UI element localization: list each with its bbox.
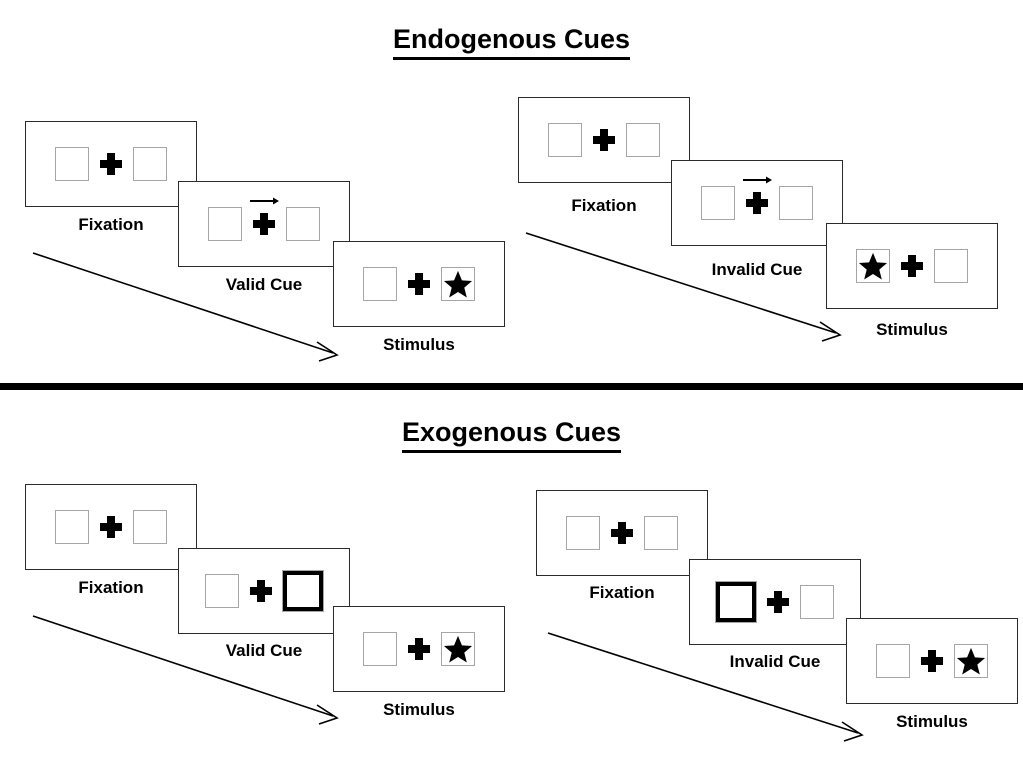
- box-right: [133, 510, 167, 544]
- section-title-endogenous: Endogenous Cues: [0, 24, 1023, 60]
- panel-endogenous-invalid-cue: [671, 160, 843, 246]
- panel-endogenous-valid-stimulus: [333, 241, 505, 327]
- caption-endogenous-valid-cue: Valid Cue: [225, 275, 303, 294]
- box-right: [934, 249, 968, 283]
- box-left: [856, 249, 890, 283]
- box-left: [876, 644, 910, 678]
- box-left: [363, 632, 397, 666]
- star-icon: [956, 647, 986, 675]
- box-left-cued: [715, 581, 757, 623]
- caption-exogenous-invalid-cue: Invalid Cue: [729, 652, 821, 671]
- section-title-endogenous-text: Endogenous Cues: [392, 24, 630, 60]
- frame-content: [55, 147, 167, 181]
- section-title-exogenous-text: Exogenous Cues: [401, 417, 622, 453]
- panel-exogenous-invalid-fixation: [536, 490, 708, 576]
- caption-exogenous-invalid-stimulus: Stimulus: [896, 712, 968, 731]
- caption-endogenous-valid-fixation: Fixation: [78, 215, 144, 234]
- box-left: [55, 147, 89, 181]
- frame-content: [701, 176, 813, 220]
- plus-icon: [743, 176, 772, 214]
- section-divider: [0, 383, 1023, 390]
- frame-content: [363, 632, 475, 666]
- caption-endogenous-invalid-fixation: Fixation: [571, 196, 637, 215]
- plus-icon: [100, 516, 122, 538]
- panel-endogenous-valid-cue: [178, 181, 350, 267]
- box-right: [286, 207, 320, 241]
- box-right: [626, 123, 660, 157]
- frame-content: [876, 644, 988, 678]
- box-right: [800, 585, 834, 619]
- frame-content: [205, 570, 324, 612]
- plus-icon: [408, 638, 430, 660]
- caption-exogenous-valid-fixation: Fixation: [78, 578, 144, 597]
- section-title-exogenous: Exogenous Cues: [0, 417, 1023, 453]
- panel-endogenous-invalid-stimulus: [826, 223, 998, 309]
- panel-exogenous-valid-stimulus: [333, 606, 505, 692]
- frame-content: [208, 197, 320, 241]
- plus-icon: [100, 153, 122, 175]
- box-left: [566, 516, 600, 550]
- plus-icon: [593, 129, 615, 151]
- plus-icon: [408, 273, 430, 295]
- box-right: [441, 267, 475, 301]
- box-right: [954, 644, 988, 678]
- box-left: [701, 186, 735, 220]
- box-right-cued: [282, 570, 324, 612]
- caption-endogenous-invalid-cue: Invalid Cue: [711, 260, 803, 279]
- frame-content: [55, 510, 167, 544]
- panel-exogenous-valid-cue: [178, 548, 350, 634]
- box-left: [363, 267, 397, 301]
- caption-exogenous-valid-cue: Valid Cue: [225, 641, 303, 660]
- box-left: [548, 123, 582, 157]
- panel-endogenous-invalid-fixation: [518, 97, 690, 183]
- box-left: [55, 510, 89, 544]
- frame-content: [715, 581, 834, 623]
- plus-icon: [611, 522, 633, 544]
- panel-exogenous-invalid-stimulus: [846, 618, 1018, 704]
- panel-exogenous-valid-fixation: [25, 484, 197, 570]
- plus-icon: [767, 591, 789, 613]
- caption-endogenous-valid-stimulus: Stimulus: [383, 335, 455, 354]
- caption-endogenous-invalid-stimulus: Stimulus: [876, 320, 948, 339]
- box-right: [441, 632, 475, 666]
- box-right: [133, 147, 167, 181]
- arrow-right-icon: [743, 176, 772, 184]
- caption-exogenous-valid-stimulus: Stimulus: [383, 700, 455, 719]
- plus-icon: [921, 650, 943, 672]
- plus-icon: [250, 580, 272, 602]
- box-left: [205, 574, 239, 608]
- star-icon: [858, 252, 888, 280]
- frame-content: [566, 516, 678, 550]
- box-right: [644, 516, 678, 550]
- arrow-right-icon: [250, 197, 279, 205]
- caption-exogenous-invalid-fixation: Fixation: [589, 583, 655, 602]
- star-icon: [443, 270, 473, 298]
- frame-content: [856, 249, 968, 283]
- plus-icon: [250, 197, 279, 235]
- star-icon: [443, 635, 473, 663]
- box-right: [779, 186, 813, 220]
- plus-icon: [901, 255, 923, 277]
- frame-content: [548, 123, 660, 157]
- box-left: [208, 207, 242, 241]
- panel-exogenous-invalid-cue: [689, 559, 861, 645]
- panel-endogenous-valid-fixation: [25, 121, 197, 207]
- frame-content: [363, 267, 475, 301]
